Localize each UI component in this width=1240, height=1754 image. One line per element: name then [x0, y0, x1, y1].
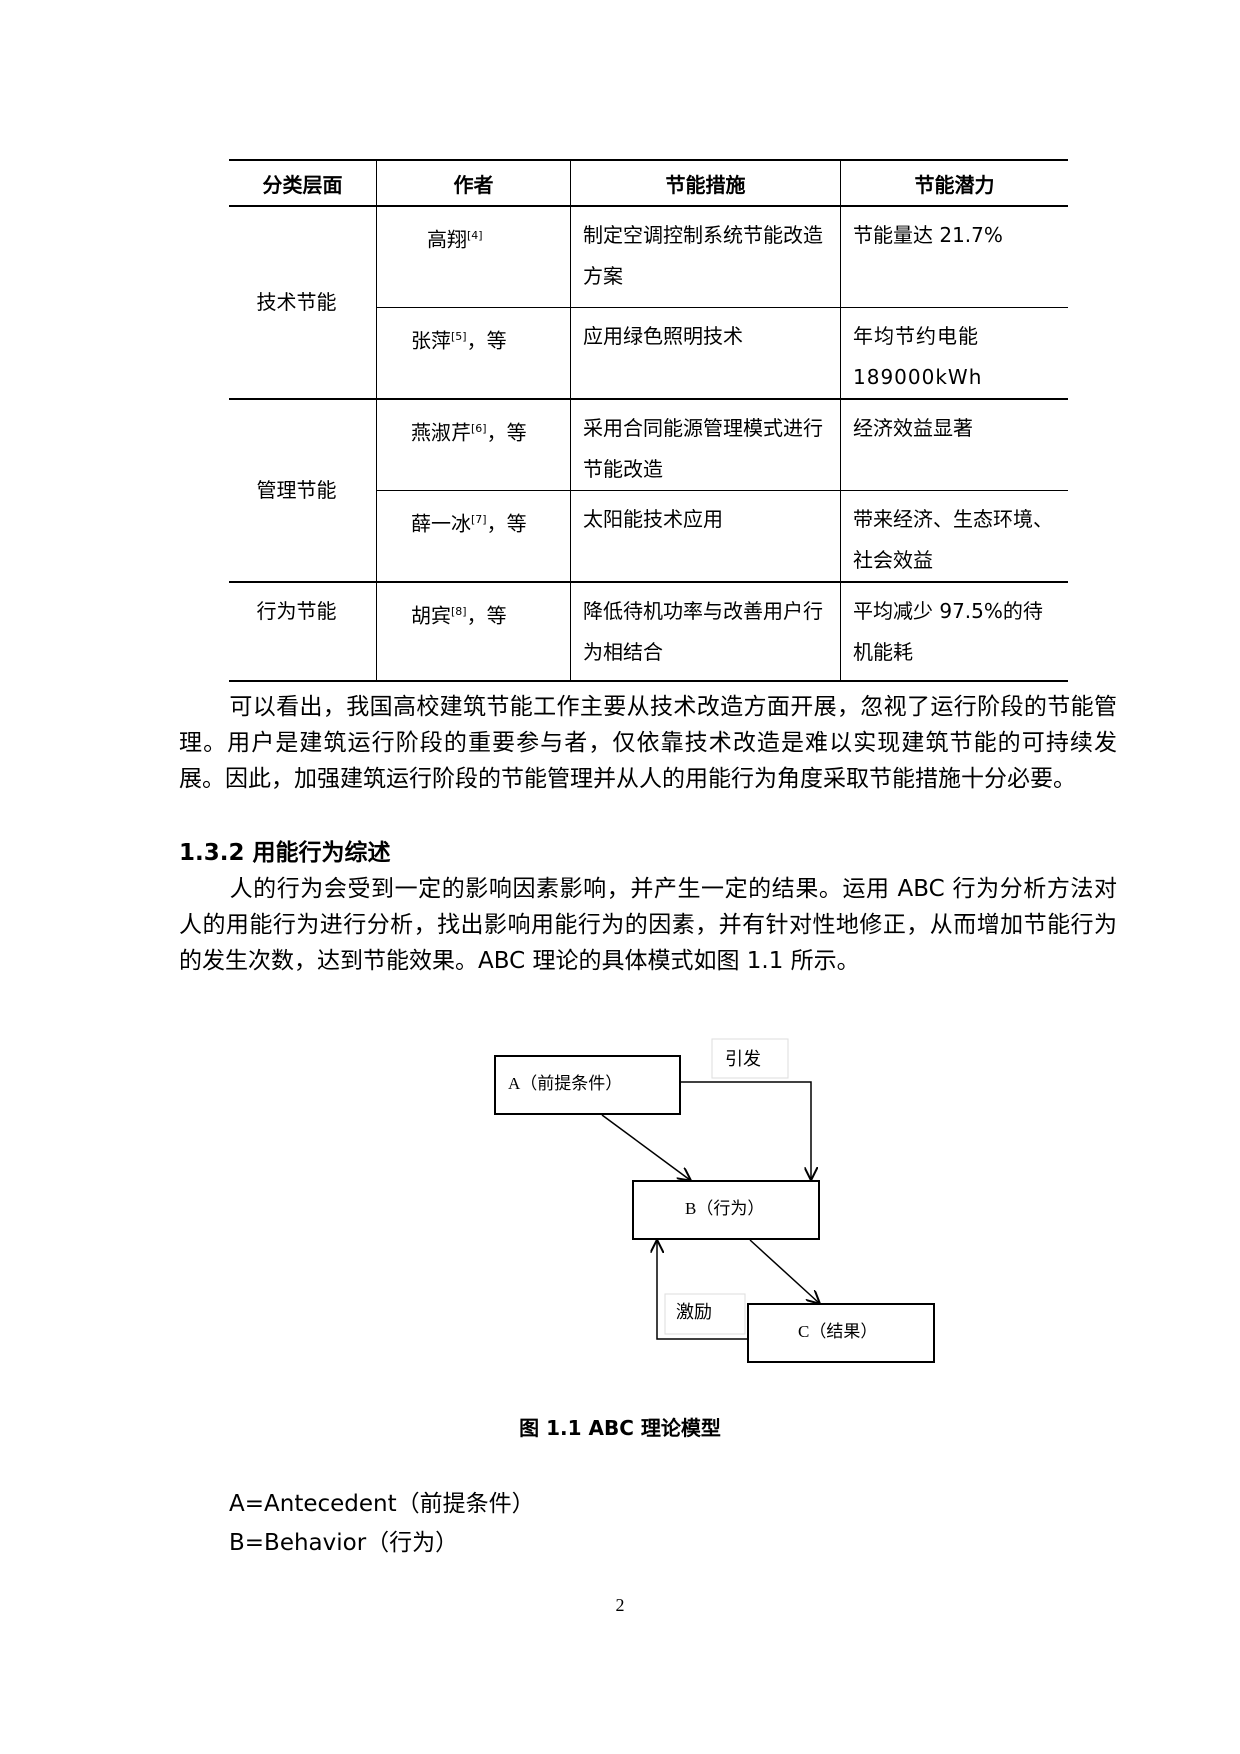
section-heading: 1.3.2 用能行为综述 [179, 840, 391, 866]
box-a-label: A（前提条件） [508, 1074, 622, 1093]
table-row: 管理节能 燕淑芹[6]，等 采用合同能源管理模式进行节能改造 经济效益显著 [229, 397, 1068, 582]
table-row: 行为节能 胡宾[8]，等 降低待机功率与改善用户行为相结合 平均减少 97.5%… [229, 580, 1068, 682]
arrow-a-to-b [601, 1114, 690, 1180]
author-suffix: ，等 [486, 420, 527, 445]
paragraph-2: 人的行为会受到一定的影响因素影响，并产生一定的结果。运用 ABC 行为分析方法对… [179, 871, 1117, 979]
header-author: 作者 [376, 159, 571, 207]
potential-cell: 节能量达 21.7% [840, 205, 1068, 307]
definition-a: A=Antecedent（前提条件） [229, 1491, 535, 1517]
measure-cell: 采用合同能源管理模式进行节能改造 [570, 397, 841, 490]
table-row: 技术节能 高翔[4] 制定空调控制系统节能改造方案 节能量达 21.7% [229, 205, 1068, 399]
motivate-label-box [664, 1293, 746, 1335]
category-cell: 行为节能 [229, 580, 377, 682]
box-b-label: B（行为） [685, 1199, 764, 1218]
measure-cell: 降低待机功率与改善用户行为相结合 [570, 580, 841, 682]
author-name: 高翔 [427, 227, 467, 252]
box-c-label: C（结果） [798, 1322, 877, 1341]
box-a [494, 1055, 681, 1115]
author-suffix: ，等 [466, 603, 507, 628]
author-name: 薛一冰 [411, 511, 471, 536]
figure-caption: 图 1.1 ABC 理论模型 [519, 1416, 721, 1440]
citation: [6] [471, 421, 487, 435]
author-name: 燕淑芹 [411, 420, 471, 445]
arrow-trigger [681, 1081, 811, 1179]
citation: [5] [451, 329, 467, 343]
trigger-label: 引发 [725, 1049, 761, 1069]
paragraph-1-text: 可以看出，我国高校建筑节能工作主要从技术改造方面开展，忽视了运行阶段的节能管理。… [179, 694, 1117, 792]
author-cell: 高翔[4] [376, 205, 571, 307]
author-cell: 胡宾[8]，等 [376, 580, 571, 682]
table-row: 张萍[5]，等 应用绿色照明技术 年均节约电能 189000kWh [229, 306, 1068, 399]
author-name: 张萍 [411, 328, 451, 353]
header-category: 分类层面 [229, 159, 377, 207]
header-measure: 节能措施 [570, 159, 841, 207]
paragraph-1: 可以看出，我国高校建筑节能工作主要从技术改造方面开展，忽视了运行阶段的节能管理。… [179, 689, 1117, 797]
arrow-b-to-c [749, 1239, 819, 1303]
motivate-label: 激励 [676, 1302, 712, 1322]
author-suffix: ，等 [466, 328, 507, 353]
header-potential: 节能潜力 [840, 159, 1068, 207]
box-b [632, 1180, 820, 1240]
page-number: 2 [615, 1595, 625, 1615]
potential-cell: 带来经济、生态环境、社会效益 [840, 489, 1068, 582]
category-cell: 技术节能 [229, 205, 377, 399]
potential-cell: 经济效益显著 [840, 397, 1068, 490]
author-suffix: ，等 [486, 511, 527, 536]
table-header: 分类层面 作者 节能措施 节能潜力 [229, 159, 1068, 207]
citation: [7] [471, 512, 487, 526]
measure-cell: 制定空调控制系统节能改造方案 [570, 205, 841, 307]
measure-cell: 太阳能技术应用 [570, 489, 841, 582]
author-cell: 燕淑芹[6]，等 [376, 397, 571, 490]
paragraph-2-text: 人的行为会受到一定的影响因素影响，并产生一定的结果。运用 ABC 行为分析方法对… [179, 876, 1117, 974]
author-cell: 张萍[5]，等 [376, 306, 571, 399]
table-row: 薛一冰[7]，等 太阳能技术应用 带来经济、生态环境、社会效益 [229, 489, 1068, 582]
citation: [8] [451, 604, 467, 618]
category-cell: 管理节能 [229, 397, 377, 582]
arrow-motivate [657, 1241, 749, 1340]
citation: [4] [467, 229, 483, 242]
potential-cell: 平均减少 97.5%的待机能耗 [840, 580, 1068, 682]
definition-b: B=Behavior（行为） [229, 1530, 459, 1556]
box-c [747, 1303, 935, 1363]
potential-cell: 年均节约电能 189000kWh [840, 306, 1068, 399]
author-name: 胡宾 [411, 603, 451, 628]
measure-cell: 应用绿色照明技术 [570, 306, 841, 399]
energy-saving-table: 分类层面 作者 节能措施 节能潜力 技术节能 高翔[4] 制定空调控制系统节能改… [229, 159, 1068, 682]
trigger-label-box [711, 1038, 789, 1079]
author-cell: 薛一冰[7]，等 [376, 489, 571, 582]
